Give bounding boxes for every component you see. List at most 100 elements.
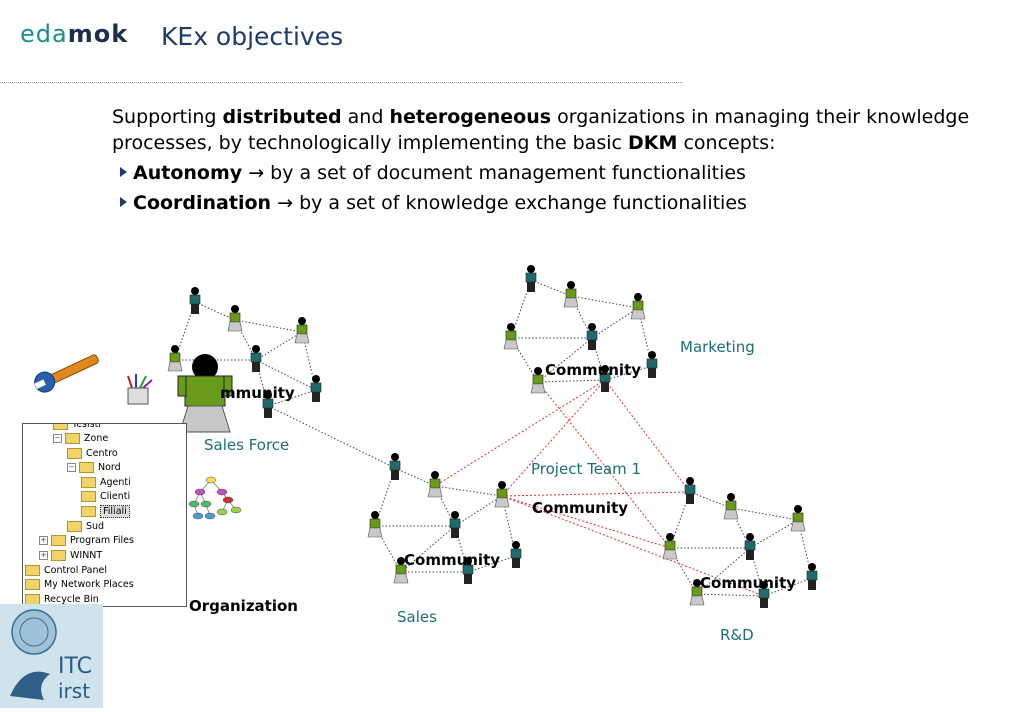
- bullet-coordination: Coordination → by a set of knowledge exc…: [112, 190, 992, 216]
- org-chart-node: [200, 500, 212, 508]
- community-label-sales: Community: [404, 551, 501, 569]
- tree-item[interactable]: My Network Places: [25, 578, 134, 592]
- folder-icon: [51, 535, 66, 546]
- tree-item[interactable]: +WINNT: [39, 549, 102, 563]
- cross-community-link: [434, 379, 606, 487]
- community-label-project: Community: [532, 499, 629, 517]
- person-female-icon: [790, 505, 806, 532]
- org-chart-node: [194, 488, 206, 496]
- expand-icon[interactable]: +: [39, 551, 48, 560]
- tree-item[interactable]: Clienti: [81, 490, 130, 504]
- tree-item-label: Agenti: [100, 477, 131, 488]
- person-female-icon: [723, 493, 739, 520]
- folder-icon: [53, 424, 68, 430]
- bullet-triangle-icon: [120, 197, 127, 207]
- folder-icon: [25, 579, 40, 590]
- community-link: [530, 279, 572, 297]
- person-male-icon: [262, 391, 274, 418]
- edamok-logo: edamok: [20, 20, 128, 48]
- intro-bold-3: DKM: [628, 132, 678, 154]
- folder-icon: [81, 477, 96, 488]
- community-label-sales-force: mmunity: [220, 384, 295, 402]
- cross-community-link: [537, 381, 671, 549]
- community-link: [696, 593, 765, 597]
- folder-icon: [81, 491, 96, 502]
- tree-item[interactable]: Centro: [67, 447, 118, 461]
- person-female-icon: [689, 579, 705, 606]
- community-link: [454, 495, 503, 527]
- slide-title: KEx objectives: [161, 22, 344, 51]
- label-project-team: Project Team 1: [531, 460, 642, 478]
- person-female-icon: [630, 293, 646, 320]
- tree-item[interactable]: Sud: [67, 520, 104, 534]
- person-male-icon: [806, 563, 818, 590]
- community-label-rnd: Community: [700, 574, 797, 592]
- person-male-icon: [599, 365, 611, 392]
- tree-item[interactable]: − Nord: [67, 461, 121, 475]
- collapse-icon[interactable]: −: [53, 434, 62, 443]
- tree-item[interactable]: Filiali: [81, 505, 130, 519]
- title-divider: [0, 82, 683, 83]
- community-link: [434, 485, 503, 497]
- intro-text-3: organizations in managing their knowledg…: [112, 106, 970, 154]
- wrench-icon: [34, 354, 99, 393]
- folder-icon: [67, 521, 82, 532]
- person-female-icon: [530, 367, 546, 394]
- tree-item[interactable]: Agenti: [81, 476, 131, 490]
- person-female-icon: [227, 305, 243, 332]
- community-link: [696, 547, 751, 595]
- university-seal-icon: [10, 609, 57, 700]
- person-female-icon: [294, 317, 310, 344]
- person-male-icon: [310, 375, 322, 402]
- community-link: [604, 365, 653, 381]
- bullet-autonomy: Autonomy → by a set of document manageme…: [112, 160, 992, 186]
- organization-person-icon: [177, 354, 233, 433]
- community-link: [400, 525, 456, 573]
- person-male-icon: [510, 541, 522, 568]
- tree-item-label: Nord: [98, 462, 121, 473]
- folder-icon: [65, 433, 80, 444]
- community-link: [537, 379, 606, 383]
- person-male-icon: [684, 477, 696, 504]
- person-male-icon: [189, 287, 201, 314]
- tree-item[interactable]: −Zone: [53, 432, 108, 446]
- community-link: [570, 295, 639, 309]
- community-link: [749, 519, 799, 549]
- community-link: [510, 337, 539, 383]
- folder-icon: [51, 550, 66, 561]
- folder-icon: [81, 506, 96, 517]
- bullet-text: by a set of document management function…: [264, 162, 746, 184]
- tree-item-label: Program Files: [70, 535, 134, 546]
- tree-item[interactable]: Tesisti: [53, 423, 101, 432]
- intro-paragraph: Supporting distributed and heterogeneous…: [112, 104, 992, 156]
- org-chart-node: [192, 512, 204, 520]
- tree-item-label: Tesisti: [72, 423, 101, 430]
- community-link: [255, 331, 303, 361]
- person-female-icon: [563, 281, 579, 308]
- tree-item[interactable]: + Program Files: [39, 534, 134, 548]
- org-chart-node: [204, 512, 216, 520]
- tree-item-label: Control Panel: [44, 565, 107, 576]
- person-male-icon: [250, 345, 262, 372]
- tree-item-label: Recycle Bin: [44, 594, 99, 605]
- person-male-icon: [462, 557, 474, 584]
- tree-item[interactable]: Control Panel: [25, 564, 107, 578]
- collapse-icon[interactable]: −: [67, 463, 76, 472]
- folder-icon: [79, 462, 94, 473]
- tree-item-label: My Network Places: [44, 579, 134, 590]
- person-male-icon: [758, 581, 770, 608]
- intro-bold-1: distributed: [222, 106, 342, 128]
- label-sales: Sales: [397, 608, 437, 626]
- person-male-icon: [525, 265, 537, 292]
- org-chart-node: [205, 476, 217, 484]
- tree-item-label: Centro: [86, 448, 118, 459]
- community-link: [591, 307, 639, 339]
- person-male-icon: [389, 453, 401, 480]
- community-link: [234, 319, 303, 333]
- expand-icon[interactable]: +: [39, 536, 48, 545]
- cross-community-link: [501, 491, 691, 497]
- community-link: [730, 507, 799, 521]
- person-male-icon: [586, 323, 598, 350]
